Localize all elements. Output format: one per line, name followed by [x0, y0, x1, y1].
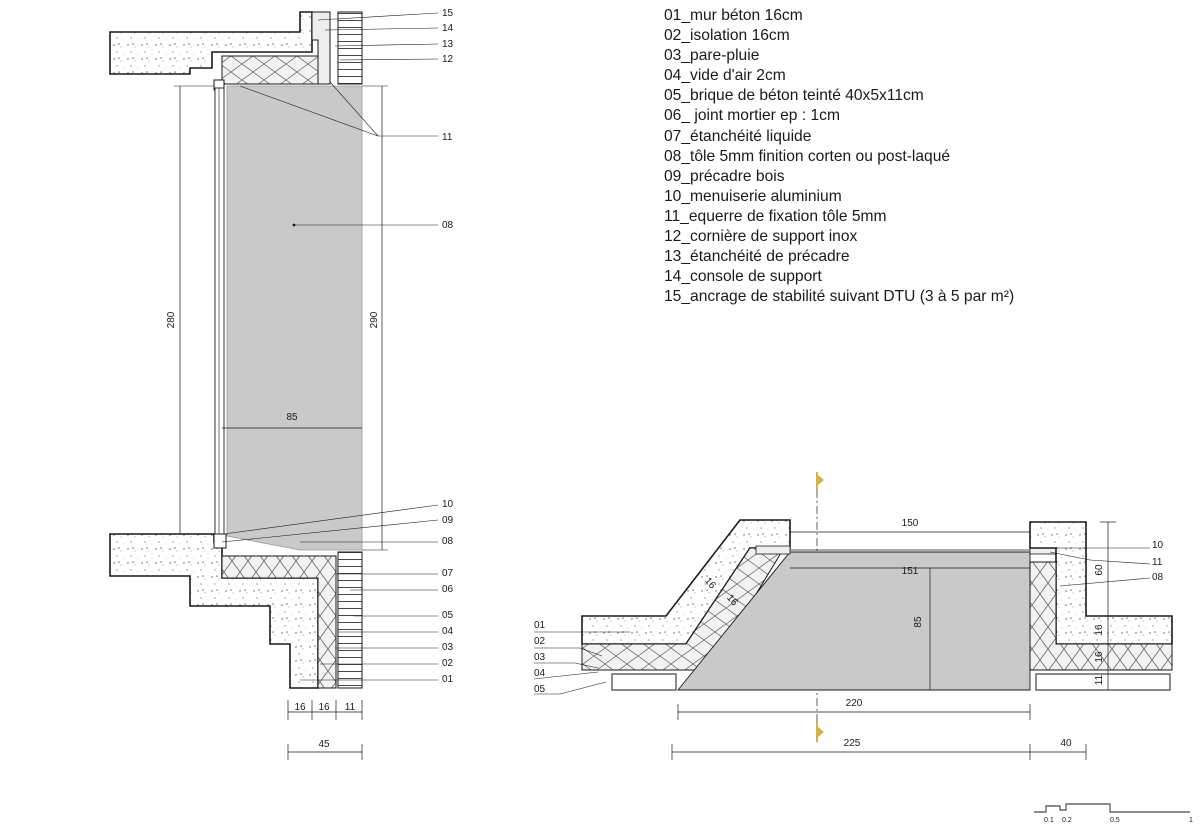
callout-15: 15 [442, 8, 454, 19]
callout-13: 13 [442, 39, 454, 50]
vertical-section: 280 290 85 15 14 13 12 11 08 [109, 8, 454, 760]
plan-dim-r16b: 16 [1094, 651, 1105, 663]
legend-item-03: 03_pare-pluie [664, 47, 760, 65]
plan-view: 150 151 85 220 225 40 16 16 60 16 16 11 … [533, 472, 1173, 760]
plan-dim-40: 40 [1060, 738, 1072, 749]
callout-11: 11 [442, 132, 453, 143]
legend-item-08: 08_tôle 5mm finition corten ou post-laqu… [664, 147, 951, 165]
callout-06: 06 [442, 584, 454, 595]
plan-callout-05: 05 [534, 684, 546, 695]
plan-callout-04: 04 [534, 668, 546, 679]
plan-callout-10: 10 [1152, 540, 1164, 551]
legend-item-02: 02_isolation 16cm [664, 27, 790, 45]
callout-08: 08 [442, 536, 454, 547]
callout-09: 09 [442, 515, 454, 526]
callout-12: 12 [442, 54, 454, 65]
dim-290: 290 [369, 311, 380, 328]
sheet-metal-reveal [226, 85, 363, 551]
legend: 01_mur béton 16cm 02_isolation 16cm 03_p… [664, 6, 1014, 307]
dim-layer-3: 11 [345, 702, 356, 713]
plan-left-brick [611, 673, 677, 691]
axis-marker-bottom [817, 726, 824, 738]
lintel-brick [337, 11, 363, 85]
scale-0-2: 0.2 [1062, 817, 1072, 824]
plan-dim-r16a: 16 [1094, 624, 1105, 636]
callout-10: 10 [442, 499, 454, 510]
sill-frame [213, 533, 227, 549]
callout-14: 14 [442, 23, 454, 34]
legend-item-10: 10_menuiserie aluminium [664, 187, 842, 205]
plan-dim-60: 60 [1094, 564, 1105, 576]
legend-item-11: 11_equerre de fixation tôle 5mm [664, 207, 887, 225]
dim-280: 280 [166, 311, 177, 328]
scale-bar: 0.1 0.2 0.5 1 [1034, 803, 1193, 824]
wall-brick [337, 551, 363, 689]
plan-callout-08: 08 [1152, 572, 1164, 583]
legend-item-09: 09_précadre bois [664, 167, 785, 185]
plan-dim-r11: 11 [1094, 674, 1105, 685]
legend-item-05: 05_brique de béton teinté 40x5x11cm [664, 87, 924, 105]
legend-item-14: 14_console de support [664, 268, 822, 286]
plan-dim-85: 85 [913, 616, 924, 628]
plan-dim-225: 225 [844, 738, 861, 749]
dim-45: 45 [318, 739, 330, 750]
dim-layer-2: 16 [318, 702, 330, 713]
callout-02: 02 [442, 658, 454, 669]
legend-item-06: 06_ joint mortier ep : 1cm [664, 107, 840, 125]
legend-item-04: 04_vide d'air 2cm [664, 67, 786, 85]
legend-item-07: 07_étanchéité liquide [664, 127, 812, 145]
legend-item-13: 13_étanchéité de précadre [664, 248, 850, 266]
plan-dim-151: 151 [902, 566, 919, 577]
plan-right-insulation [1029, 561, 1173, 671]
plan-dim-220: 220 [846, 698, 863, 709]
plan-window-frame [755, 545, 791, 555]
dim-85: 85 [286, 412, 298, 423]
plan-sheet-metal [677, 551, 1031, 691]
lintel-insulation [221, 55, 331, 85]
callouts-top [239, 12, 439, 226]
plan-callout-01: 01 [534, 620, 546, 631]
plan-dim-150: 150 [902, 518, 919, 529]
callout-03: 03 [442, 642, 454, 653]
callout-05: 05 [442, 610, 454, 621]
legend-item-15: 15_ancrage de stabilité suivant DTU (3 à… [664, 288, 1015, 306]
callout-01: 01 [442, 674, 454, 685]
lintel-concrete [109, 11, 313, 75]
sill-insulation [221, 555, 337, 689]
legend-item-01: 01_mur béton 16cm [664, 7, 803, 24]
axis-marker-top [817, 474, 824, 486]
scale-1: 1 [1189, 817, 1193, 824]
dim-layer-1: 16 [294, 702, 306, 713]
legend-item-12: 12_cornière de support inox [664, 228, 858, 246]
callout-07: 07 [442, 568, 454, 579]
plan-callout-11: 11 [1152, 557, 1163, 568]
plan-callout-03: 03 [534, 652, 546, 663]
window-frame [214, 87, 225, 541]
plan-callout-02: 02 [534, 636, 546, 647]
scale-0-1: 0.1 [1044, 817, 1054, 824]
callout-08-mid: 08 [442, 220, 454, 231]
scale-0-5: 0.5 [1110, 817, 1120, 824]
callout-04: 04 [442, 626, 454, 637]
